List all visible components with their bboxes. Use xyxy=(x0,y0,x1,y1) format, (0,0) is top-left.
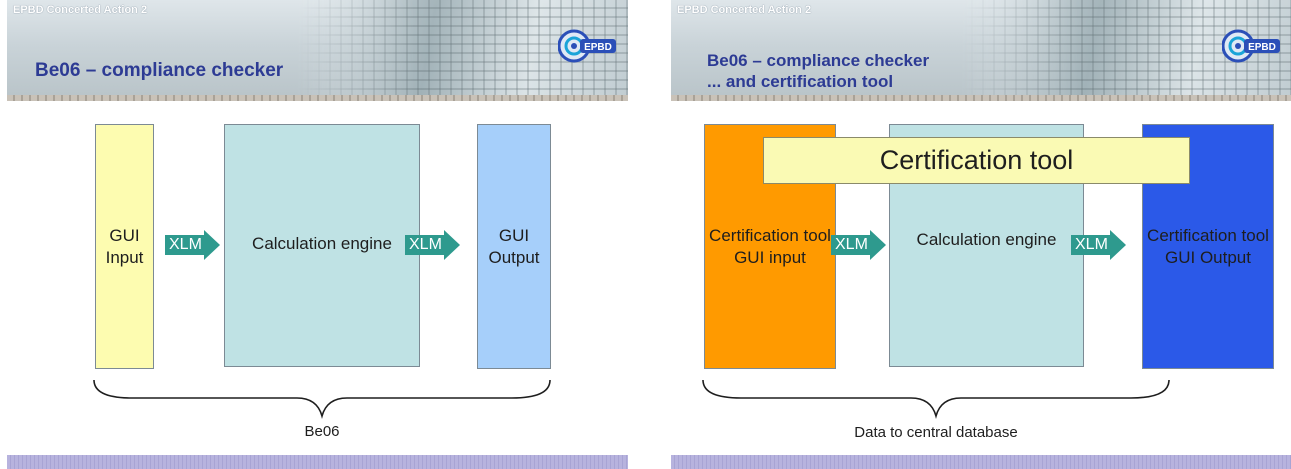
slide-certification-tool: EPBD Concerted Action 2 Be06 – complianc… xyxy=(671,0,1291,469)
xlm-arrow-input: XLM xyxy=(831,230,886,260)
calculation-engine-box: Calculation engine xyxy=(224,124,420,367)
brace-label: Data to central database xyxy=(854,424,1018,441)
arrow-head xyxy=(443,230,460,260)
epbd-logo: EPBD xyxy=(558,29,616,63)
arrow-head xyxy=(203,230,220,260)
xlm-arrow-input: XLM xyxy=(165,230,220,260)
gui-input-box: GUI Input xyxy=(95,124,154,369)
gui-output-box: GUI Output xyxy=(477,124,551,369)
logo-text: EPBD xyxy=(584,42,612,53)
slide-footer xyxy=(671,455,1291,469)
slide-title: Be06 – compliance checker xyxy=(35,60,284,81)
arrow-head xyxy=(869,230,886,260)
xlm-arrow-output: XLM xyxy=(405,230,460,260)
curly-brace xyxy=(93,379,551,419)
curly-brace xyxy=(702,379,1170,419)
slide-header: EPBD Concerted Action 2 Be06 – complianc… xyxy=(7,0,628,101)
arrow-head xyxy=(1109,230,1126,260)
certification-tool-banner: Certification tool xyxy=(763,137,1190,184)
slide-title: Be06 – compliance checker ... and certif… xyxy=(707,51,930,91)
slide-footer xyxy=(7,455,628,469)
brace-label: Be06 xyxy=(304,423,340,440)
logo-text: EPBD xyxy=(1248,42,1276,53)
header-caption: EPBD Concerted Action 2 xyxy=(677,4,812,16)
header-divider xyxy=(7,95,628,101)
header-caption: EPBD Concerted Action 2 xyxy=(13,4,148,16)
arrow-label: XLM xyxy=(1071,235,1110,255)
slide-header: EPBD Concerted Action 2 Be06 – complianc… xyxy=(671,0,1291,101)
xlm-arrow-output: XLM xyxy=(1071,230,1126,260)
epbd-logo: EPBD xyxy=(1222,29,1280,63)
slide-compliance-checker: EPBD Concerted Action 2 Be06 – complianc… xyxy=(7,0,628,469)
arrow-label: XLM xyxy=(831,235,870,255)
header-divider xyxy=(671,95,1291,101)
arrow-label: XLM xyxy=(405,235,444,255)
arrow-label: XLM xyxy=(165,235,204,255)
